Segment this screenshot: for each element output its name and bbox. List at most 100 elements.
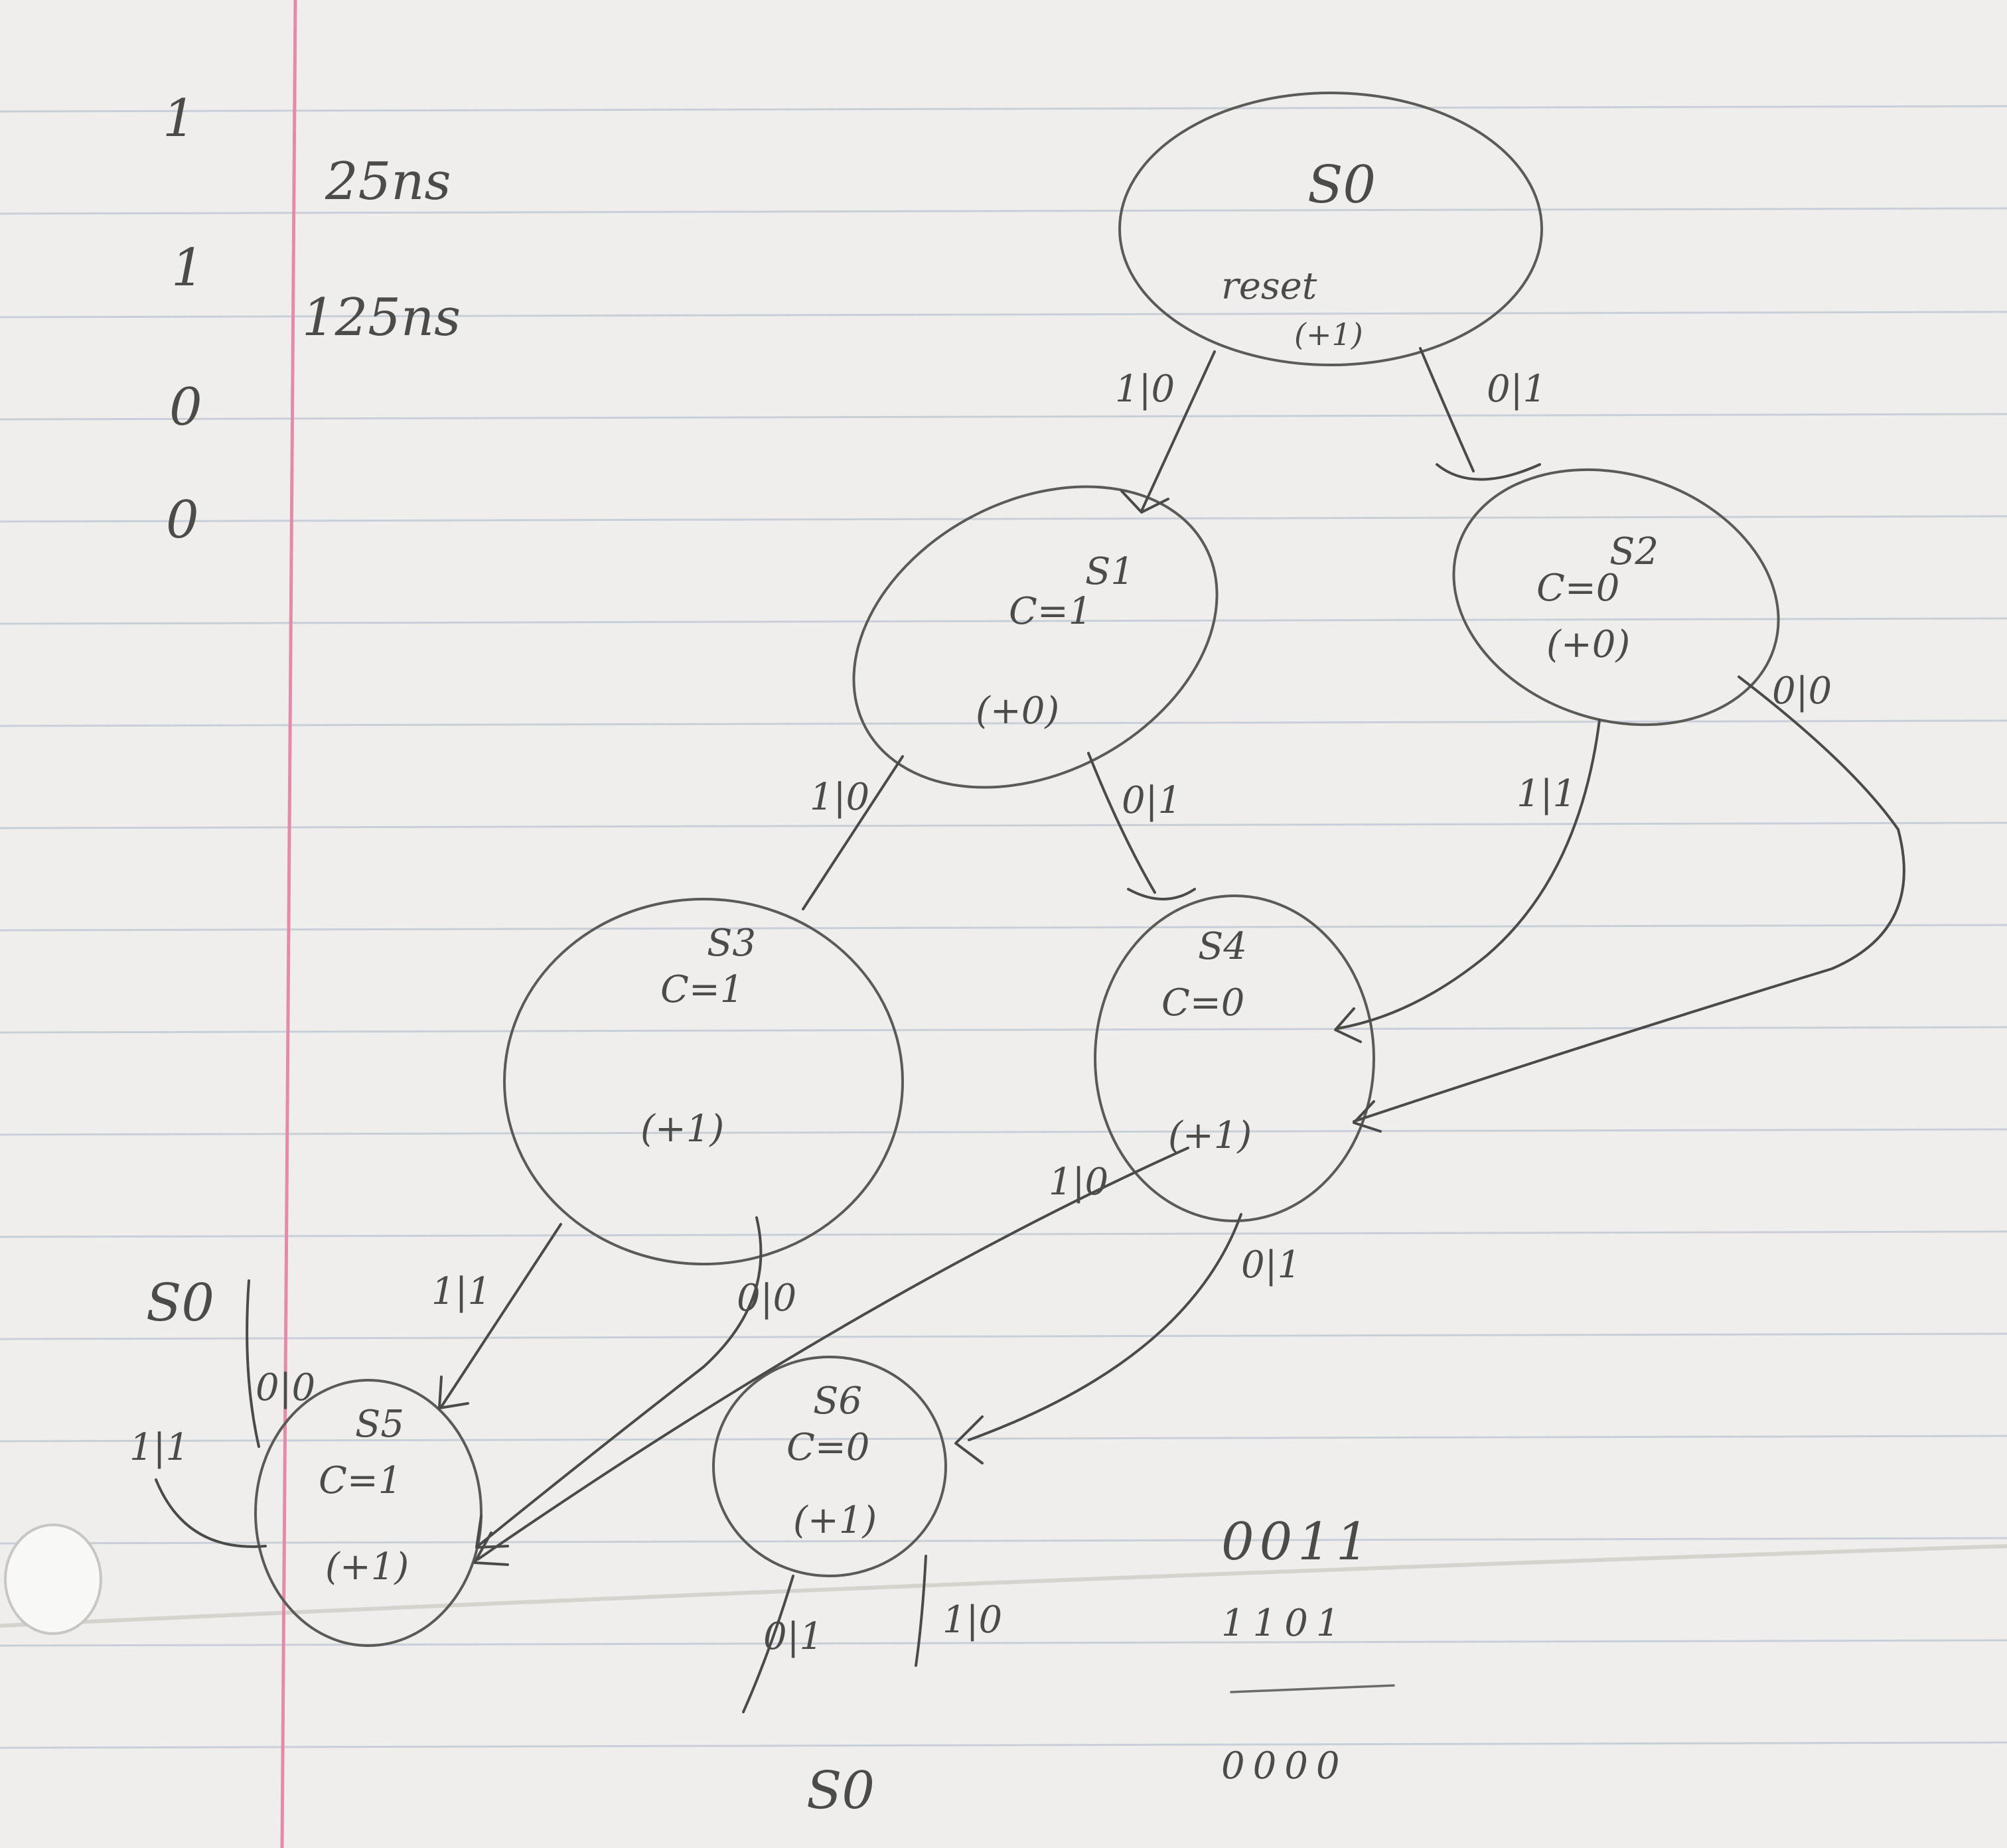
state-s5-line2: (+1) xyxy=(325,1545,409,1589)
margin-time-notes: 25ns 125ns xyxy=(302,152,461,348)
transition-s1-s4: 0|1 xyxy=(1087,752,1196,900)
arrowhead-s1-s4 xyxy=(1127,888,1196,900)
arrowhead-s3-s5-a xyxy=(438,1376,469,1409)
edge-s3-s5-a xyxy=(440,1223,562,1408)
edge-s6-exit-a xyxy=(742,1575,794,1713)
edge-s5-self xyxy=(155,1478,267,1548)
state-s2: S2 C=0 (+0) xyxy=(1452,468,1780,727)
state-s3-circle xyxy=(503,898,904,1265)
edge-s1-s4 xyxy=(1087,752,1156,894)
edge-s2-s4-b xyxy=(1353,675,1905,1123)
transition-s0-s2: 0|1 xyxy=(1419,347,1546,481)
arrowhead-s2-s4-a xyxy=(1334,1007,1362,1043)
state-s4-name: S4 xyxy=(1198,925,1247,968)
state-s5-name: S5 xyxy=(355,1403,404,1446)
margin-bit-column: 1 1 0 0 xyxy=(163,89,204,550)
state-s1: S1 C=1 (+0) xyxy=(852,485,1219,789)
bit-1: 1 xyxy=(163,89,196,149)
ruled-lines xyxy=(0,105,2007,1749)
state-s0-circle xyxy=(1118,92,1543,366)
edge-s0-s2 xyxy=(1419,347,1475,472)
edge-s0-s1 xyxy=(1140,350,1216,512)
state-s6-circle xyxy=(712,1356,947,1577)
label-s2-s4-b: 0|0 xyxy=(1772,670,1832,713)
margin-line xyxy=(280,0,297,1848)
bit-4: 0 xyxy=(166,490,199,550)
transition-s6-exits: 0|1 1|0 S0 xyxy=(742,1555,1002,1821)
state-s6-line1: C=0 xyxy=(786,1426,869,1469)
label-s3-s5-b: 0|0 xyxy=(737,1277,796,1320)
edge-s4-s6 xyxy=(968,1213,1242,1441)
arrowhead-s2-s4-b xyxy=(1353,1100,1382,1133)
arrowhead-s4-s6 xyxy=(954,1415,984,1464)
punch-hole xyxy=(4,1524,102,1635)
edge-s6-exit-b xyxy=(915,1555,927,1667)
state-s0-line1: reset xyxy=(1221,265,1317,308)
state-s1-line2: (+0) xyxy=(976,689,1059,733)
state-s2-line2: (+0) xyxy=(1546,623,1630,666)
edge-s4-s5 xyxy=(477,1147,1189,1561)
state-s2-line1: C=0 xyxy=(1536,567,1619,610)
state-s3: S3 C=1 (+1) xyxy=(503,898,904,1265)
bit-3: 0 xyxy=(169,378,202,437)
arrowhead-s0-s1 xyxy=(1120,490,1169,514)
s6-exit-target: S0 xyxy=(806,1761,875,1821)
operand-a: 0011 xyxy=(1221,1512,1375,1572)
edge-s3-s5-b xyxy=(477,1216,763,1547)
arrowhead-s4-s5 xyxy=(473,1531,509,1566)
transition-s0-s1: 1|0 xyxy=(1115,350,1216,514)
state-s2-name: S2 xyxy=(1609,530,1659,573)
transition-s3-s5-a: 1|1 xyxy=(431,1223,562,1409)
state-s1-circle xyxy=(852,485,1219,789)
state-s4-circle xyxy=(1094,894,1375,1222)
state-s5-line1: C=1 xyxy=(319,1459,402,1502)
transition-s5-self: 1|1 xyxy=(129,1426,267,1548)
transition-s4-s5: 1|0 xyxy=(473,1147,1189,1566)
state-s6-name: S6 xyxy=(813,1380,862,1423)
state-s2-circle xyxy=(1452,468,1780,727)
label-s0-s2: 0|1 xyxy=(1487,368,1546,411)
transition-s2-s4-b: 0|0 xyxy=(1353,670,1905,1133)
label-s1-s3: 1|0 xyxy=(810,776,869,819)
state-s6: S6 C=0 (+1) xyxy=(712,1356,947,1577)
label-s1-s4: 0|1 xyxy=(1122,779,1181,822)
label-s2-s4-a: 1|1 xyxy=(1517,772,1576,816)
transition-s4-s6: 0|1 xyxy=(954,1213,1301,1464)
label-s6-exit-b: 1|0 xyxy=(942,1599,1002,1642)
operand-b: 1101 xyxy=(1221,1602,1348,1645)
time-note-2: 125ns xyxy=(302,288,461,348)
binary-arithmetic: 0011 1101 0000 xyxy=(1221,1512,1395,1788)
state-s0-name: S0 xyxy=(1307,155,1376,215)
state-s3-name: S3 xyxy=(707,922,756,965)
paper-fold xyxy=(0,1544,2007,1628)
state-s5: S5 C=1 (+1) xyxy=(254,1379,483,1647)
transition-s3-s5-b: 0|0 xyxy=(475,1216,796,1549)
edge-s5-exit xyxy=(246,1279,260,1448)
label-s4-s6: 0|1 xyxy=(1241,1244,1301,1287)
label-s5-self: 1|1 xyxy=(129,1426,189,1469)
state-s3-line2: (+1) xyxy=(640,1107,724,1151)
edge-s2-s4-a xyxy=(1336,719,1601,1030)
state-s1-line1: C=1 xyxy=(1009,590,1092,633)
label-s0-s1: 1|0 xyxy=(1115,368,1175,411)
state-s0-line2: (+1) xyxy=(1294,317,1363,352)
arrowhead-s0-s2 xyxy=(1436,463,1541,481)
label-s4-s5: 1|0 xyxy=(1049,1161,1108,1204)
state-s4-line1: C=0 xyxy=(1161,981,1244,1025)
bit-2: 1 xyxy=(171,238,204,298)
label-s6-exit-a: 0|1 xyxy=(763,1615,823,1658)
state-s4: S4 C=0 (+1) xyxy=(1094,894,1375,1222)
label-s5-exit: 0|0 xyxy=(256,1366,315,1409)
sum-rule xyxy=(1230,1684,1395,1693)
state-s1-name: S1 xyxy=(1085,550,1134,593)
time-note-1: 25ns xyxy=(325,152,451,212)
result: 0000 xyxy=(1221,1744,1348,1788)
state-s5-circle xyxy=(254,1379,483,1647)
label-s3-s5-a: 1|1 xyxy=(431,1270,491,1313)
transition-s2-s4-a: 1|1 xyxy=(1334,719,1601,1043)
s5-exit-target: S0 xyxy=(146,1273,214,1333)
transition-s1-s3: 1|0 xyxy=(802,755,904,910)
state-s0: S0 reset (+1) xyxy=(1118,92,1543,366)
